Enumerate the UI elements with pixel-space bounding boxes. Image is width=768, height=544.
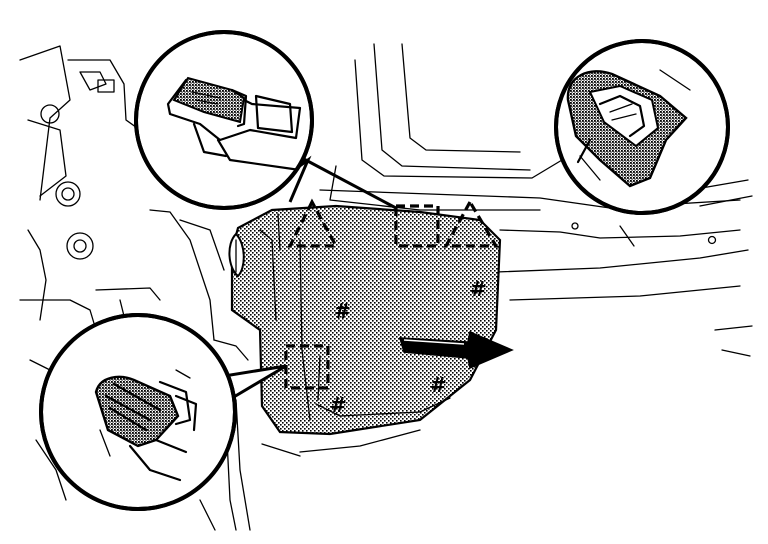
zoom-callout-top-right [554, 39, 730, 215]
hatch-mark: # [334, 299, 351, 323]
hatch-mark: # [330, 393, 347, 417]
hatch-mark: # [470, 277, 487, 301]
arrow-right-icon [398, 330, 514, 370]
triangle-clip-marker [443, 198, 499, 248]
zoom-callout-top-left [134, 30, 314, 210]
trim-panel: # # # # [228, 204, 502, 436]
clip-markers [284, 198, 499, 390]
hatch-mark: # [430, 373, 447, 397]
zoom-callout-bottom-left [39, 313, 237, 511]
triangle-clip-marker [287, 198, 339, 248]
square-clip-marker [394, 204, 440, 248]
body-structure-lines [19, 43, 753, 531]
